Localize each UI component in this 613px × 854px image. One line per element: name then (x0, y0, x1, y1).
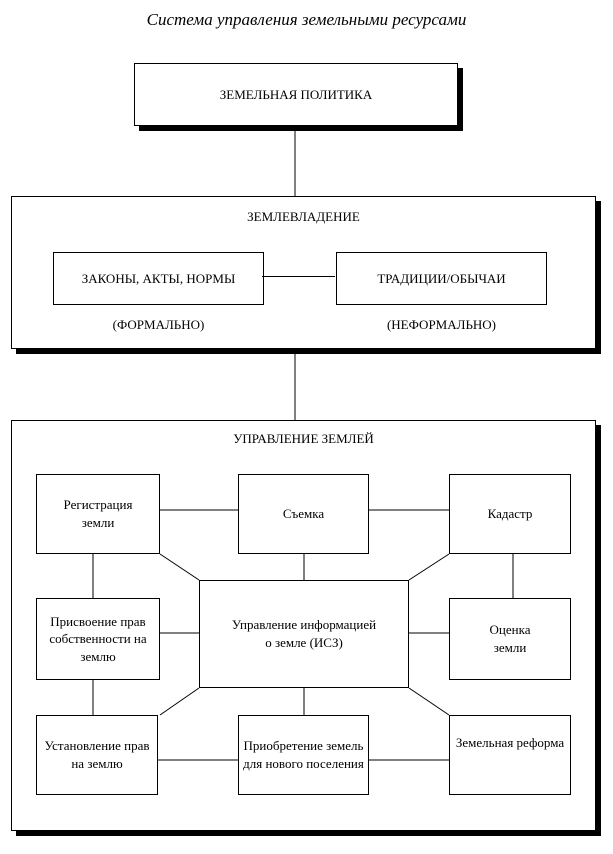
registration-box: Регистрация земли (36, 474, 160, 554)
land-tenure-box: ЗЕМЛЕВЛАДЕНИЕ ЗАКОНЫ, АКТЫ, НОРМЫ ТРАДИЦ… (11, 196, 596, 349)
cadastre-label: Кадастр (487, 506, 533, 522)
formal-note: (ФОРМАЛЬНО) (112, 317, 205, 332)
rights-assignment-label: Присвоение прав собственности на землю (49, 613, 147, 664)
survey-box: Съемка (238, 474, 369, 554)
cadastre-box: Кадастр (449, 474, 571, 554)
lis-establishment-line (159, 687, 200, 716)
valuation-box: Оценка земли (449, 598, 571, 680)
formal-laws-box: ЗАКОНЫ, АКТЫ, НОРМЫ (53, 252, 264, 305)
lis-reform-line (408, 687, 450, 716)
formal-informal-line (262, 276, 335, 277)
acquisition-label: Приобретение земель для нового поселения (243, 738, 364, 771)
registration-lis-line (159, 553, 200, 581)
diagram-title: Система управления земельными ресурсами (146, 10, 467, 29)
acquisition-box: Приобретение земель для нового поселения (238, 715, 369, 795)
land-tenure-title: ЗЕМЛЕВЛАДЕНИЕ (247, 209, 360, 224)
informal-note: (НЕФОРМАЛЬНО) (386, 317, 497, 332)
informal-traditions-box: ТРАДИЦИИ/ОБЫЧАИ (336, 252, 547, 305)
cadastre-lis-line (408, 553, 450, 581)
reform-label: Земельная реформа (455, 735, 565, 750)
formal-laws-label: ЗАКОНЫ, АКТЫ, НОРМЫ (81, 270, 236, 286)
survey-label: Съемка (282, 506, 325, 522)
valuation-label: Оценка земли (489, 622, 531, 655)
land-policy-label: ЗЕМЕЛЬНАЯ ПОЛИТИКА (219, 86, 373, 102)
land-policy-box: ЗЕМЕЛЬНАЯ ПОЛИТИКА (134, 63, 458, 126)
rights-establishment-label: Установление прав на землю (44, 738, 150, 771)
rights-assignment-box: Присвоение прав собственности на землю (36, 598, 160, 680)
land-management-title: УПРАВЛЕНИЕ ЗЕМЛЕЙ (233, 431, 374, 446)
rights-establishment-box: Установление прав на землю (36, 715, 158, 795)
lis-label: Управление информацией о земле (ИСЗ) (231, 617, 377, 650)
registration-label: Регистрация земли (63, 497, 133, 530)
lis-box: Управление информацией о земле (ИСЗ) (199, 580, 409, 688)
informal-traditions-label: ТРАДИЦИИ/ОБЫЧАИ (377, 270, 506, 286)
reform-box: Земельная реформа (449, 715, 571, 795)
